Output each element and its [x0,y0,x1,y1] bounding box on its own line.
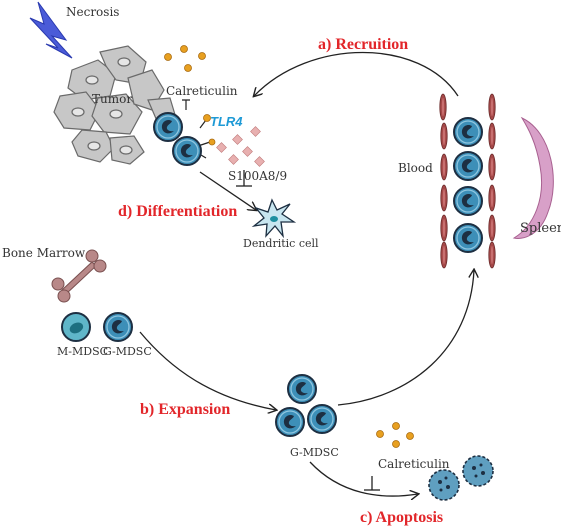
mdsc-cell-blood-3 [453,186,483,216]
bone-icon [51,249,107,303]
dendritic-cell-icon [251,198,297,239]
bound-calreticulin [203,114,216,146]
calreticulin-bottom-label: Calreticulin [378,457,450,471]
spleen-label: Spleen [520,221,561,236]
dendritic-cell-label: Dendritic cell [243,237,319,250]
m-mdsc-cell [61,312,91,342]
bone-marrow-label: Bone Marrow [2,246,86,260]
g-mdsc-cluster-3 [307,404,337,434]
mdsc-cell-tumor-2 [172,136,202,166]
tumor-label: Tumor [92,92,132,106]
apoptosis-arrow [309,461,418,496]
calreticulin-inhibition [364,476,380,491]
apoptotic-cell-2 [462,455,494,487]
to-blood-arrow [337,270,474,406]
g-mdsc-left-label: G-MDSC [103,345,152,358]
g-mdsc-center-label: G-MDSC [290,446,339,459]
blood-label: Blood [398,161,433,175]
g-mdsc-cluster-2 [275,407,305,437]
s100-label: S100A8/9 [228,169,287,183]
g-mdsc-cluster-1 [287,374,317,404]
g-mdsc-cell-bone-marrow [103,312,133,342]
differentiation-label: d) Differentiation [118,203,237,220]
lightning-bolt-icon [29,1,73,59]
mdsc-cell-blood-4 [453,223,483,253]
differentiation-arrow [199,171,256,210]
calreticulin-dots-bottom [376,422,414,448]
spleen-icon [512,116,554,239]
expansion-label: b) Expansion [140,401,230,418]
recruition-label: a) Recruition [318,36,408,53]
m-mdsc-label: M-MDSC [57,345,108,358]
s100-inhibition [236,170,252,187]
calreticulin-top-label: Calreticulin [166,84,238,98]
recruition-arrow [254,52,459,97]
s100-diamonds [216,126,265,167]
mdsc-cell-blood-1 [453,117,483,147]
tlr4-label: TLR4 [210,114,243,129]
calreticulin-dots-top [164,45,206,72]
apoptotic-cell-1 [428,469,460,501]
mdsc-cell-tumor-1 [153,112,183,142]
tumor-cluster-icon [53,45,177,165]
expansion-arrow [139,331,276,410]
mdsc-cell-blood-2 [453,151,483,181]
necrosis-label: Necrosis [66,5,119,19]
apoptosis-label: c) Apoptosis [360,509,443,526]
